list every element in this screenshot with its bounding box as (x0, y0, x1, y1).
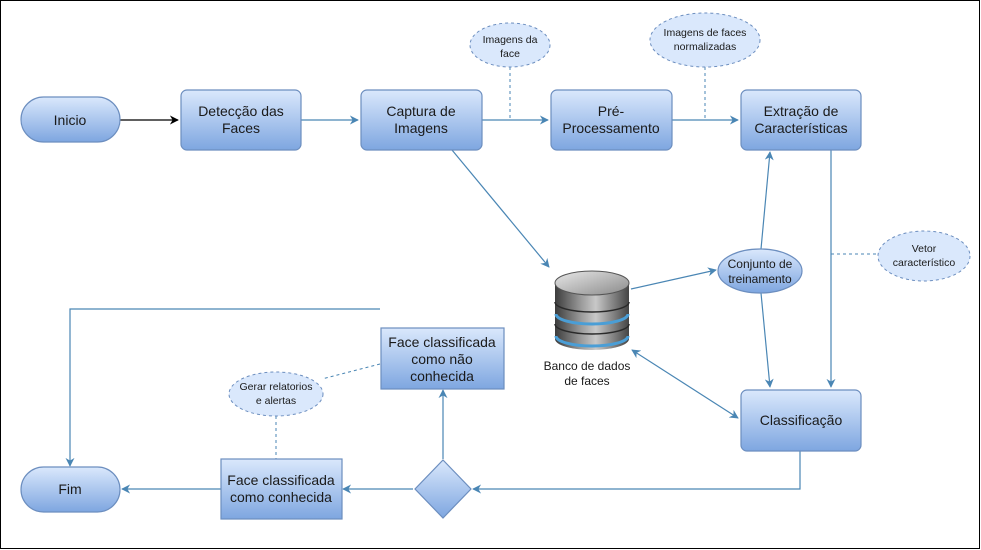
arrow-conjunto-extracao (760, 151, 774, 250)
pre-label-line2: Processamento (562, 120, 659, 136)
arrow-classificacao-decisao (472, 451, 801, 494)
imagens-normalizadas-line2: normalizadas (674, 41, 736, 53)
captura-label-line2: Imagens (394, 120, 448, 136)
nao-conhecida-label-line3: conhecida (410, 368, 474, 384)
database-label-line2: de faces (564, 374, 609, 388)
imagens-normalizadas-line1: Imagens de faces (664, 27, 747, 39)
annotation-relatorios: Gerar relatorios e alertas (228, 371, 324, 417)
vetor-line1: Vetor (912, 243, 937, 255)
decision-node[interactable] (414, 459, 472, 519)
imagens-face-line1: Imagens da (483, 34, 538, 46)
deteccao-label-line2: Faces (222, 120, 260, 136)
extracao-node[interactable]: Extração de Características (740, 89, 862, 151)
start-node[interactable]: Inicio (20, 96, 121, 143)
relatorios-line1: Gerar relatorios (240, 381, 313, 393)
annotation-links (275, 67, 879, 459)
end-label: Fim (58, 481, 81, 497)
nao-conhecida-label-line2: como não (411, 351, 473, 367)
database-icon[interactable] (554, 270, 630, 350)
imagens-face-line2: face (500, 48, 520, 60)
vetor-line2: característico (893, 257, 956, 269)
deteccao-node[interactable]: Detecção das Faces (180, 89, 302, 151)
nao-conhecida-label-line1: Face classificada (388, 334, 496, 350)
arrow-banco-classificacao (631, 349, 739, 419)
conhecida-label-line2: como conhecida (230, 489, 332, 505)
end-node[interactable]: Fim (20, 466, 121, 513)
annotation-imagens-face: Imagens da face (469, 22, 551, 68)
connectors (65, 115, 836, 494)
classificacao-node[interactable]: Classificação (740, 389, 862, 452)
conjunto-treinamento-node[interactable]: Conjunto de treinamento (717, 248, 803, 294)
conhecida-label-line1: Face classificada (227, 472, 335, 488)
pre-processamento-node[interactable]: Pré- Processamento (550, 89, 673, 151)
deteccao-label-line1: Detecção das (198, 103, 284, 119)
arrow-banco-conjunto (630, 267, 717, 290)
captura-label-line1: Captura de (386, 103, 455, 119)
annotation-vetor: Vetor característico (877, 230, 971, 282)
link-relatorios-nao-conhecida (321, 363, 381, 380)
arrow-nao-conhecida-fim (65, 308, 380, 467)
nao-conhecida-node[interactable]: Face classificada como não conhecida (380, 327, 505, 390)
annotation-imagens-normalizadas: Imagens de faces normalizadas (649, 12, 761, 68)
database-label: Banco de dados de faces (544, 359, 631, 388)
pre-label-line1: Pré- (598, 103, 625, 119)
arrow-conjunto-classificacao (760, 292, 774, 388)
conhecida-node[interactable]: Face classificada como conhecida (220, 458, 343, 520)
extracao-label-line2: Características (754, 120, 847, 136)
relatorios-line2: e alertas (256, 395, 296, 407)
conjunto-label-line1: Conjunto de (728, 257, 793, 271)
database-label-line1: Banco de dados (544, 359, 631, 373)
captura-node[interactable]: Captura de Imagens (360, 89, 483, 151)
extracao-label-line1: Extração de (764, 103, 839, 119)
classificacao-label: Classificação (760, 412, 843, 428)
conjunto-label-line2: treinamento (728, 272, 792, 286)
start-label: Inicio (54, 112, 87, 128)
arrow-captura-banco (451, 149, 550, 268)
